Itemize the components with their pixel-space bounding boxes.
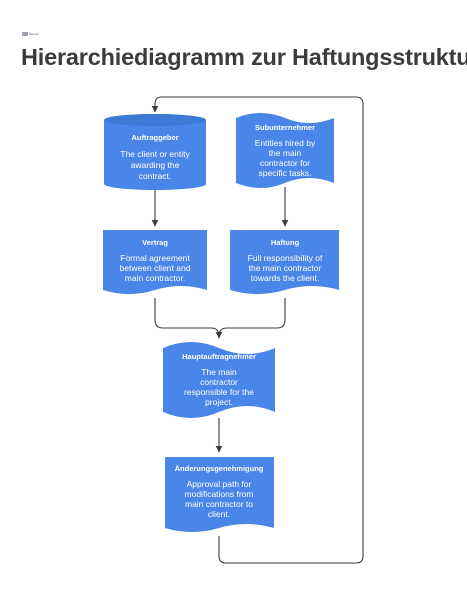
node-auftraggeber-shape [104,114,206,190]
node-subunternehmer-desc-4: specific tasks. [259,168,312,178]
node-haftung-desc-3: towards the client. [251,273,320,283]
node-hauptauftragnehmer-desc-4: project. [205,397,233,407]
edges [151,96,364,564]
node-haftung-title: Haftung [271,238,300,247]
logo-text: Zenoch [29,32,40,36]
logo: Zenoch [22,32,39,36]
node-aenderungsgenehmigung: Änderungsgenehmigung Approval path for m… [165,457,274,532]
node-auftraggeber-desc-1: The client or entity [120,149,190,159]
edge-vertrag-hauptauftragnehmer [154,298,223,339]
node-auftraggeber: Auftraggeber The client or entity awardi… [104,114,206,190]
node-subunternehmer: Subunternehmer Entities hired by the mai… [236,113,334,188]
node-haftung: Haftung Full responsibility of the main … [230,230,339,294]
node-auftraggeber-desc-2: awarding the [131,160,180,170]
node-auftraggeber-desc-3: contract. [139,171,172,181]
node-vertrag-shape [103,230,207,294]
node-aenderungsgenehmigung-shape [165,457,274,532]
node-subunternehmer-title: Subunternehmer [255,123,315,132]
node-subunternehmer-desc-1: Entities hired by [255,138,316,148]
node-vertrag-title: Vertrag [142,238,168,247]
node-aenderungsgenehmigung-desc-2: modifications from [185,489,254,499]
logo-mark-icon [22,32,28,36]
edge-aenderungsgenehmigung-auftraggeber [151,96,364,564]
edge-haftung-hauptauftragnehmer [218,298,286,338]
node-hauptauftragnehmer-shape [163,342,275,418]
node-haftung-shape [230,230,339,294]
node-haftung-desc-2: the main contractor [249,263,322,273]
node-vertrag-desc-3: main contractor. [125,273,185,283]
node-auftraggeber-title: Auftraggeber [131,133,178,142]
node-hauptauftragnehmer-desc-2: contractor [200,377,238,387]
node-hauptauftragnehmer-desc-3: responsible for the [184,387,254,397]
node-subunternehmer-shape [236,113,334,188]
diagram-title: Hierarchiediagramm zur Haftungsstruktur [21,44,467,70]
node-haftung-desc-1: Full responsibility of [248,253,323,263]
node-vertrag-desc-1: Formal agreement [120,253,190,263]
node-aenderungsgenehmigung-desc-3: main contractor to [185,499,253,509]
node-hauptauftragnehmer: Hauptauftragnehmer The main contractor r… [163,342,275,418]
node-subunternehmer-desc-2: the main [269,148,302,158]
node-hauptauftragnehmer-desc-1: The main [201,367,237,377]
node-auftraggeber-top [104,114,206,126]
node-subunternehmer-desc-3: contractor for [260,158,310,168]
node-aenderungsgenehmigung-title: Änderungsgenehmigung [175,464,264,473]
node-hauptauftragnehmer-title: Hauptauftragnehmer [182,352,256,361]
node-vertrag-desc-2: between client and [120,263,191,273]
node-aenderungsgenehmigung-desc-4: client. [208,509,230,519]
node-aenderungsgenehmigung-desc-1: Approval path for [187,479,252,489]
node-vertrag: Vertrag Formal agreement between client … [103,230,207,294]
